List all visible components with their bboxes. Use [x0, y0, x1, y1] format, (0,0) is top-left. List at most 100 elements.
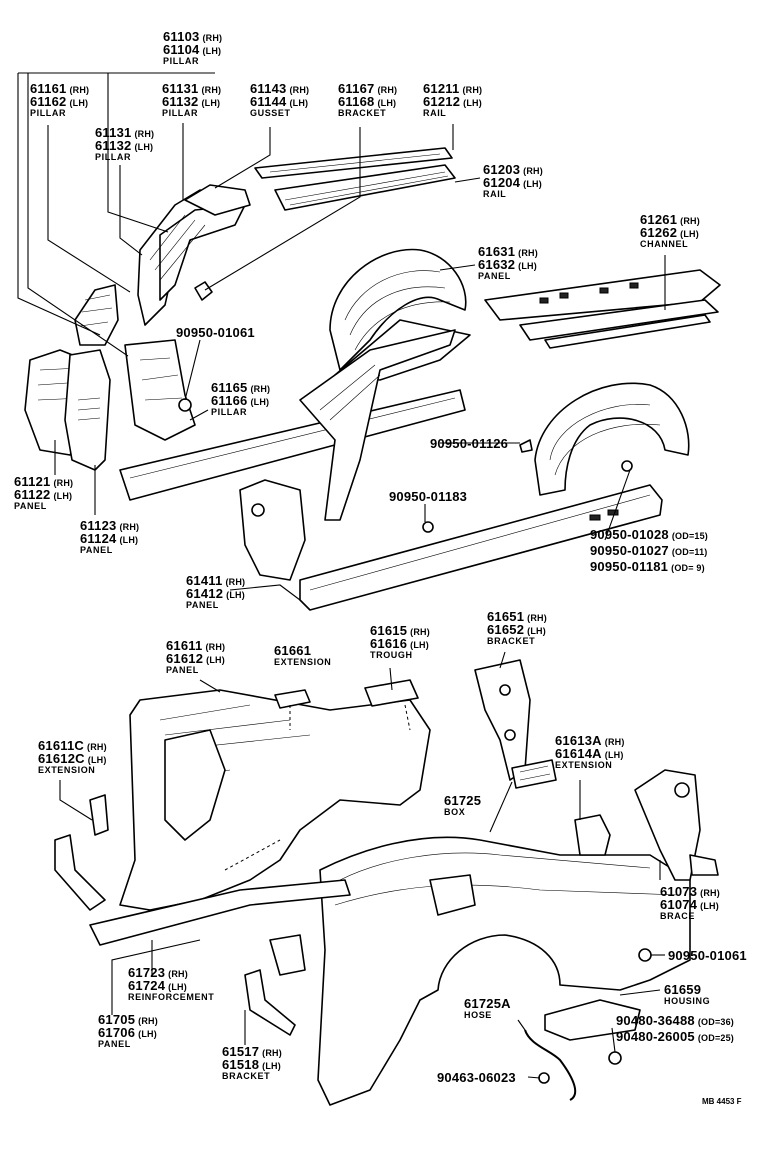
part-number: 61132(LH)	[162, 94, 221, 109]
drawing-code-stamp: MB 4453 F	[702, 1097, 742, 1106]
part-number: 61162(LH)	[30, 94, 89, 109]
part-name: HOUSING	[664, 996, 711, 1006]
bracket-61517-drawing	[244, 934, 306, 1036]
part-number: 61517(RH)	[222, 1044, 282, 1059]
part-number: 61705(RH)	[98, 1012, 158, 1027]
housing-61659-drawing	[544, 999, 641, 1041]
label-90950-01126: 90950-01126	[430, 437, 508, 450]
part-name: PANEL	[478, 271, 511, 281]
part-number: 61124(LH)	[80, 531, 139, 546]
label-61631: 61631(RH) 61632(LH) PANEL	[478, 245, 538, 281]
label-61131-top: 61131(RH) 61132(LH) PILLAR	[162, 82, 221, 118]
label-90463-06023: 90463-06023	[437, 1071, 516, 1084]
part-number: 61121(RH)	[14, 474, 74, 489]
quarter-outer-panel-drawing	[317, 836, 691, 1106]
panel-61123-drawing	[64, 349, 111, 471]
trough-61615-drawing	[364, 679, 419, 707]
bracket-61167-drawing	[194, 281, 213, 301]
rear-wheelhouse-drawing	[534, 382, 690, 496]
part-number: 61611C(RH)	[38, 738, 107, 753]
part-number: 90480-26005(OD=25)	[616, 1029, 735, 1044]
part-number: 61632(LH)	[478, 257, 537, 272]
part-number: 61661	[274, 643, 312, 658]
part-number: 90950-01061	[668, 948, 747, 963]
part-number: 61166(LH)	[211, 393, 270, 408]
panel-61411-drawing	[239, 479, 306, 581]
label-61165: 61165(RH) 61166(LH) PILLAR	[211, 381, 270, 417]
part-name: PILLAR	[95, 152, 132, 162]
part-number: 61614A(LH)	[555, 746, 624, 761]
label-61661: 61661 EXTENSION	[274, 644, 331, 667]
part-name: TROUGH	[370, 650, 413, 660]
part-name: CHANNEL	[640, 239, 689, 249]
part-number: 61706(LH)	[98, 1025, 157, 1040]
part-name: BRACE	[660, 911, 696, 921]
label-61659: 61659 HOUSING	[664, 983, 710, 1006]
part-number: 90950-01126	[430, 436, 509, 451]
part-number: 61204(LH)	[483, 175, 542, 190]
part-number: 61518(LH)	[222, 1057, 281, 1072]
pillar-61161-drawing	[74, 284, 119, 346]
part-number: 61725	[444, 793, 482, 808]
part-number: 61651(RH)	[487, 609, 547, 624]
part-number: 61132(LH)	[95, 138, 154, 153]
label-61121: 61121(RH) 61122(LH) PANEL	[14, 475, 73, 511]
part-name: PANEL	[80, 545, 113, 555]
part-number: 90950-01028(OD=15)	[590, 527, 709, 542]
gusset-61143-drawing	[184, 184, 251, 216]
part-number: 61725A	[464, 996, 511, 1011]
fasteners-upper	[178, 398, 633, 533]
label-61161: 61161(RH) 61162(LH) PILLAR	[30, 82, 89, 118]
label-61611c: 61611C(RH) 61612C(LH) EXTENSION	[38, 739, 107, 775]
part-name: BRACKET	[222, 1071, 271, 1081]
panel-61611-drawing	[119, 689, 431, 911]
label-61615: 61615(RH) 61616(LH) TROUGH	[370, 624, 430, 660]
part-name: PILLAR	[211, 407, 248, 417]
part-name: PANEL	[166, 665, 199, 675]
part-number: 61123(RH)	[80, 518, 140, 533]
part-name: RAIL	[423, 108, 447, 118]
part-name: HOSE	[464, 1010, 492, 1020]
part-name: RAIL	[483, 189, 507, 199]
part-name: BOX	[444, 807, 466, 817]
part-name: EXTENSION	[274, 657, 332, 667]
label-61517: 61517(RH) 61518(LH) BRACKET	[222, 1045, 282, 1081]
hose-61725a-drawing	[524, 1029, 577, 1101]
part-number: 61161(RH)	[30, 81, 90, 96]
rail-61203-drawing	[274, 164, 456, 211]
part-name: PANEL	[14, 501, 47, 511]
label-61705: 61705(RH) 61706(LH) PANEL	[98, 1013, 158, 1049]
brace-61073-drawing	[634, 769, 719, 881]
part-name: PANEL	[186, 600, 219, 610]
part-name: PILLAR	[30, 108, 67, 118]
label-90950-01061-lower: 90950-01061	[668, 949, 747, 962]
pillar-61165-drawing	[124, 339, 196, 441]
part-number: 61168(LH)	[338, 94, 397, 109]
label-61725a: 61725A HOSE	[464, 997, 511, 1020]
inner-pillar-drawing	[299, 329, 456, 521]
label-61611: 61611(RH) 61612(LH) PANEL	[166, 639, 225, 675]
label-90950-01183: 90950-01183	[389, 490, 467, 503]
part-number: 61144(LH)	[250, 94, 309, 109]
part-number: 90950-01027(OD=11)	[590, 543, 708, 558]
label-61203: 61203(RH) 61204(LH) RAIL	[483, 163, 543, 199]
part-number: 61659	[664, 982, 702, 997]
part-name: PILLAR	[162, 108, 199, 118]
label-90950-group: 90950-01028(OD=15) 90950-01027(OD=11) 90…	[590, 528, 708, 573]
label-61211: 61211(RH) 61212(LH) RAIL	[423, 82, 482, 118]
part-number: 61616(LH)	[370, 636, 429, 651]
part-number: 61073(RH)	[660, 884, 720, 899]
part-number: 90950-01181(OD= 9)	[590, 559, 705, 574]
label-61073: 61073(RH) 61074(LH) BRACE	[660, 885, 720, 921]
label-61613a: 61613A(RH) 61614A(LH) EXTENSION	[555, 734, 625, 770]
part-name: EXTENSION	[555, 760, 613, 770]
rail-61211-drawing	[254, 147, 453, 179]
part-number: 61412(LH)	[186, 586, 245, 601]
part-number: 61612(LH)	[166, 651, 225, 666]
part-number: 61212(LH)	[423, 94, 482, 109]
reinforcement-61723-drawing	[89, 879, 351, 946]
part-number: 61723(RH)	[128, 965, 188, 980]
label-61167: 61167(RH) 61168(LH) BRACKET	[338, 82, 397, 118]
label-61723: 61723(RH) 61724(LH) REINFORCEMENT	[128, 966, 214, 1002]
